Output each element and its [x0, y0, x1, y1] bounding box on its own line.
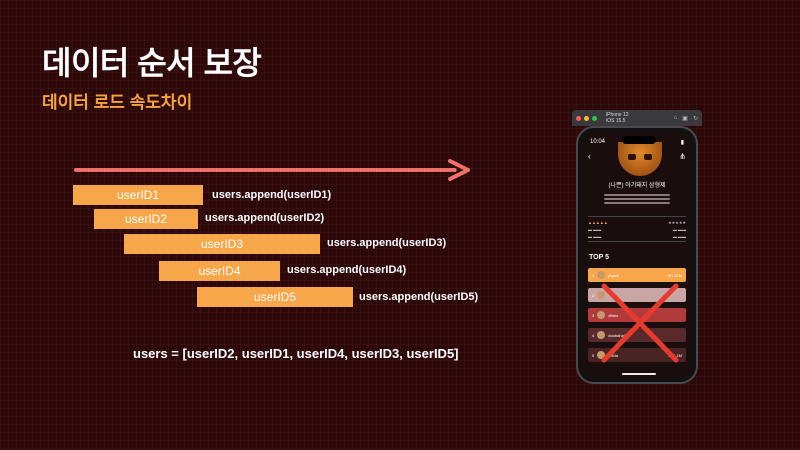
load-label-userid4: users.append(userID4) [287, 264, 407, 276]
rank-number: 4 [592, 332, 595, 338]
close-dot-icon[interactable] [576, 115, 581, 121]
slide-title: 데이터 순서 보장 [42, 45, 262, 81]
rank-name: doobaha22 [608, 332, 629, 338]
simulator-titlebar[interactable]: iPhone 12 iOS 15.5 ⌂ ▣ ↻ [572, 110, 702, 126]
home-indicator [622, 373, 656, 375]
slide-subtitle: 데이터 로드 속도차이 [42, 93, 193, 112]
rotate-icon[interactable]: ↻ [692, 115, 698, 122]
iphone-simulator: 10:04 ▮ ‹ ⋔ (나쁜) 아기돼지 삼형제 ▲▲▲▲▲★★★★★ ▬ ▬… [576, 126, 698, 384]
rank-name: jeyark [608, 272, 619, 278]
back-chevron-icon[interactable]: ‹ [588, 152, 591, 161]
avatar [597, 351, 606, 359]
simulator-tools: ⌂ ▣ ↻ [674, 115, 698, 122]
load-bar-userid4: userID4 [159, 261, 280, 281]
rank-name: dtheo [608, 312, 619, 318]
rank-row-1[interactable]: 1 jeyark 9H 22M [588, 268, 686, 282]
battery-icon: ▮ [680, 140, 684, 146]
book-title: (나쁜) 아기돼지 삼형제 [608, 183, 666, 189]
status-bar: 10:04 ▮ [590, 139, 684, 146]
load-label-userid1: users.append(userID1) [212, 189, 332, 201]
share-icon[interactable]: ⋔ [679, 152, 686, 161]
status-time: 10:04 [590, 139, 606, 145]
load-label-userid3: users.append(userID3) [327, 237, 447, 249]
simulator-title: iPhone 12 iOS 15.5 [606, 112, 629, 124]
top5-label: TOP 5 [589, 254, 609, 261]
rank-name: jeffda [608, 352, 618, 358]
rank-time: 10H 1M [667, 352, 682, 358]
load-label-userid5: users.append(userID5) [359, 291, 479, 303]
load-bar-userid5: userID5 [197, 287, 353, 307]
minimize-dot-icon[interactable] [584, 115, 589, 121]
rank-number: 1 [592, 272, 595, 278]
load-bar-userid3: userID3 [124, 234, 320, 254]
avatar [597, 331, 606, 339]
simulator-device: iPhone 12 [606, 112, 629, 118]
book-info-table: ▲▲▲▲▲★★★★★ ▬ ▬▬▬ ▬▬ ▬ ▬▬▬ ▬▬ [588, 216, 686, 245]
phone-notch [622, 136, 656, 144]
rank-number: 5 [592, 352, 595, 358]
rank-row-3[interactable]: 3 dtheo [588, 308, 686, 322]
screenshot-icon[interactable]: ▣ [682, 115, 688, 122]
simulator-os: iOS 15.5 [606, 118, 626, 124]
zoom-dot-icon[interactable] [592, 115, 597, 121]
book-description [604, 194, 670, 208]
rank-number: 2 [592, 292, 595, 298]
arrow-icon [74, 159, 470, 181]
load-bar-userid1: userID1 [73, 185, 203, 205]
red-cross-icon [601, 283, 679, 363]
book-cover-image [618, 142, 662, 176]
home-icon[interactable]: ⌂ [673, 114, 678, 121]
avatar [597, 271, 606, 279]
rank-row-4[interactable]: 4 doobaha22 [588, 328, 686, 342]
timeline-arrow [74, 157, 474, 183]
load-label-userid2: users.append(userID2) [205, 212, 325, 224]
rank-number: 3 [592, 312, 595, 318]
phone-screen: 10:04 ▮ ‹ ⋔ (나쁜) 아기돼지 삼형제 ▲▲▲▲▲★★★★★ ▬ ▬… [582, 132, 692, 378]
avatar [597, 311, 606, 319]
rank-time: 9H 22M [667, 272, 682, 278]
result-array: users = [userID2, userID1, userID4, user… [133, 346, 459, 361]
avatar [597, 291, 606, 299]
load-bar-userid2: userID2 [94, 209, 198, 229]
